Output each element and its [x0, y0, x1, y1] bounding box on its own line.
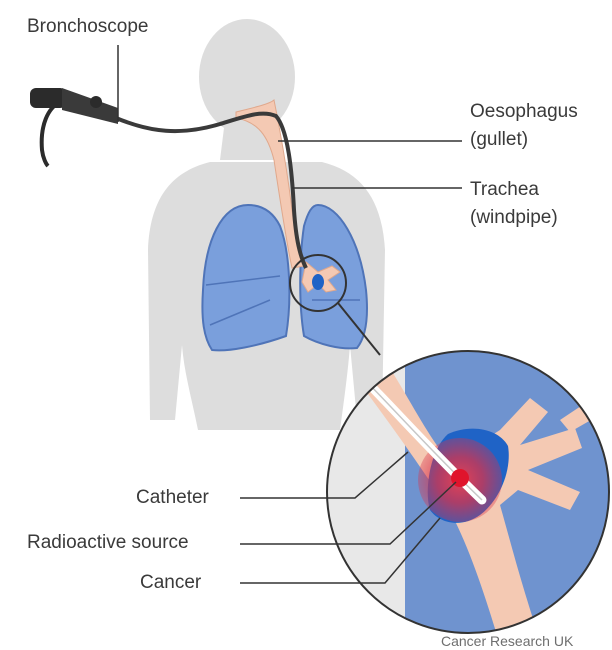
label-oesophagus: Oesophagus	[470, 100, 578, 124]
label-catheter: Catheter	[136, 486, 209, 510]
label-bronchoscope: Bronchoscope	[27, 15, 148, 39]
label-trachea: Trachea	[470, 178, 539, 202]
small-tumour	[312, 274, 324, 290]
credit-text: Cancer Research UK	[441, 632, 573, 650]
label-oesophagus-alt: (gullet)	[470, 128, 528, 152]
label-cancer: Cancer	[140, 571, 201, 595]
label-trachea-alt: (windpipe)	[470, 206, 558, 230]
label-radioactive-source: Radioactive source	[27, 531, 189, 555]
